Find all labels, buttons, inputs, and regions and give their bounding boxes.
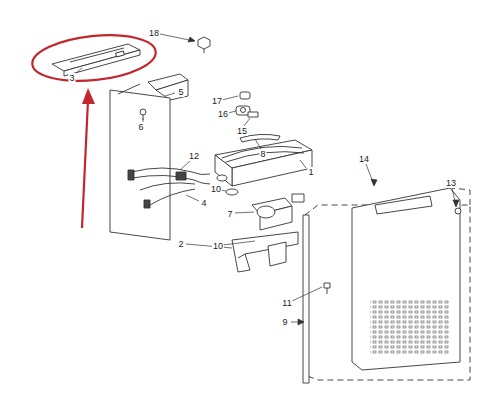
callout-number: 13 (445, 178, 457, 188)
callout-number: 1 (307, 167, 314, 177)
callout-number: 6 (137, 122, 144, 132)
motor (252, 194, 304, 230)
top-rail (52, 44, 140, 76)
callout-number: 12 (188, 151, 200, 161)
lower-bracket (232, 232, 298, 272)
callout-number: 3 (68, 73, 75, 83)
callout-number: 8 (259, 149, 266, 159)
callout-number: 11 (281, 298, 292, 308)
callout-number: 14 (358, 154, 370, 164)
callout-number: 10 (212, 241, 224, 251)
callout-number: 16 (217, 109, 229, 119)
grommet (226, 189, 238, 195)
clip (198, 37, 210, 53)
ice-mold (215, 140, 312, 186)
callout-number: 9 (281, 317, 288, 327)
wire-harness (128, 168, 210, 208)
screw (324, 283, 330, 294)
mounting-bracket (110, 74, 188, 240)
callout-number: 7 (226, 209, 233, 219)
callout-number: 10 (210, 184, 222, 194)
thermostat-parts (236, 92, 258, 117)
leader-lines (76, 34, 459, 325)
cover (303, 188, 470, 383)
callout-number: 5 (177, 87, 184, 97)
callout-number: 2 (177, 239, 184, 249)
screw (455, 208, 461, 214)
callout-number: 18 (148, 28, 160, 38)
callout-number: 4 (200, 198, 207, 208)
callout-number: 17 (211, 96, 223, 106)
highlight (30, 30, 158, 228)
callout-number: 15 (236, 126, 248, 136)
